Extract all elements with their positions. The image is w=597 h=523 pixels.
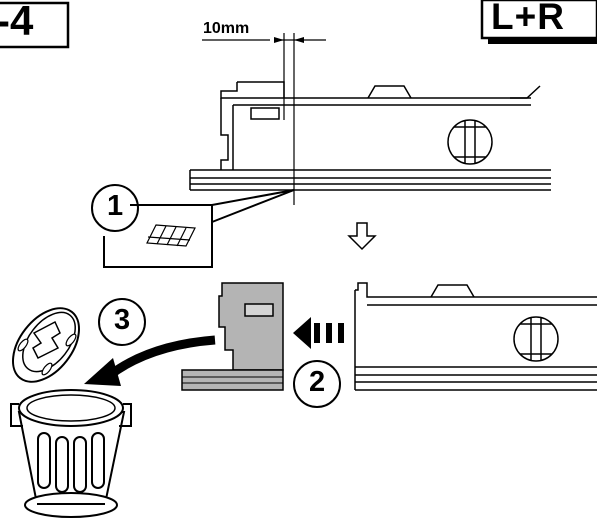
step-3-label: 3 — [114, 304, 131, 336]
page-number-label: -4 — [0, 0, 34, 44]
step-3-circle — [98, 298, 146, 346]
step-2-label: 2 — [309, 366, 326, 398]
trash-can-icon — [10, 389, 132, 518]
rail-assembly-top — [189, 81, 551, 191]
step-1-callout — [91, 184, 295, 268]
measurement-label: 10mm — [203, 20, 250, 37]
page-number-box — [0, 1, 70, 49]
screw-head-icon — [447, 119, 493, 165]
side-indicator-box — [480, 0, 597, 44]
measurement-dimension — [202, 33, 326, 205]
trash-can-lid — [12, 307, 80, 383]
side-indicator-label: L+R — [491, 0, 565, 37]
discard-arrow-icon — [84, 335, 216, 386]
removed-bracket — [181, 282, 284, 391]
slide-arrow-icon — [293, 317, 344, 349]
down-arrow-icon — [347, 222, 377, 251]
rail-assembly-bottom — [354, 282, 597, 391]
step-2-circle — [293, 360, 341, 408]
step-1-label: 1 — [107, 190, 124, 222]
screw-head-icon — [513, 316, 559, 362]
